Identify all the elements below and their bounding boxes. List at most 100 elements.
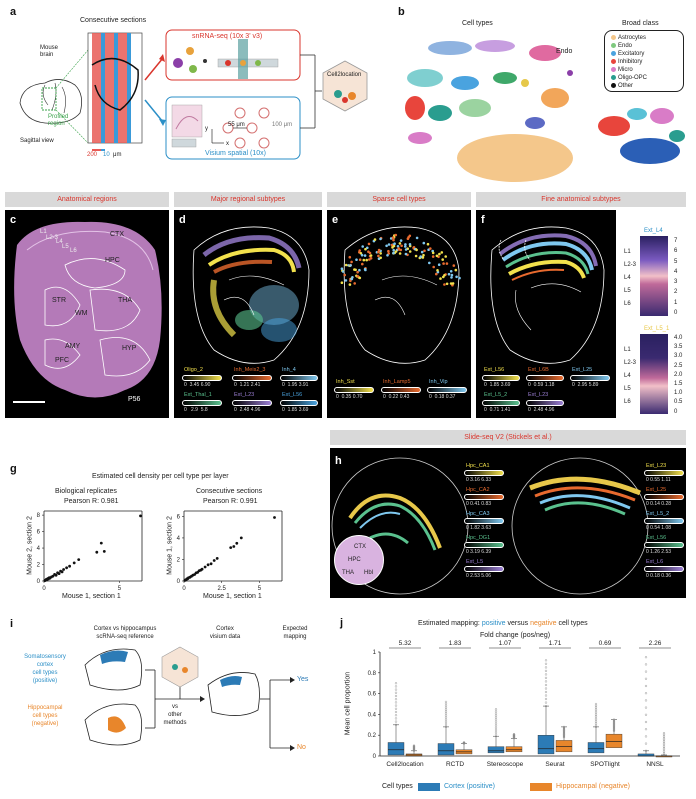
panel-i-label: i [10,618,14,630]
sparse-dot [390,243,394,247]
box [555,740,573,753]
outlier-point [544,662,548,665]
sparse-dot [396,245,400,248]
bar-ticks: 0 3.16 6.33 [466,477,492,483]
outlier-point [644,663,648,666]
bar-label: Inh_Lamp5 [383,379,411,385]
sparse-dot [439,277,442,280]
outlier-point [644,692,648,695]
axis-y-label: y [205,126,208,132]
bar-ticks: 0 2.48 4.96 [234,407,261,413]
sparse-dot [364,268,367,272]
bar-ticks: 0 0.41 0.83 [466,501,492,507]
outlier-point [544,701,548,704]
sparse-dot [398,252,402,255]
bar-ticks: 0 2.9 5.8 [184,407,208,413]
y-tick-label: 1 [373,650,377,656]
sparse-dot [399,239,403,242]
outlier-point [494,716,498,719]
outlier-point [644,699,648,702]
legend-title: Cell types [382,783,413,790]
sparse-dot [421,256,425,259]
sparse-dot [349,264,352,267]
sparse-dot [340,267,344,270]
colorbar [232,400,272,406]
outlier-point [562,736,566,739]
outlier-point [562,735,566,738]
box [505,746,523,753]
mouse-brain-label: Mouse brain [40,45,59,58]
outlier-point [562,725,566,728]
ref-title: Cortex vs hippocampus scRNA-seq referenc… [93,626,157,640]
sparse-dot [437,263,441,266]
sparse-dot [348,283,352,286]
region-hyp: HYP [122,345,137,352]
sparse-dot [443,283,446,286]
y-tick-label: 2 [37,563,41,569]
sparse-dot [454,268,458,272]
bar-ticks: 0 0.18 0.36 [646,573,672,579]
sparse-dot [431,251,435,255]
outlier-point [394,720,398,723]
sparse-dot [350,260,353,264]
map-sparse-types [340,226,461,364]
outlier-point [494,710,498,713]
zoom-circle [334,535,384,585]
fine-subtypes-header: Fine anatomical subtypes [476,192,686,207]
panel-b-label: b [398,6,405,18]
cell2location-hex [322,60,368,112]
scatter-point [72,561,76,565]
sparse-dot [450,273,454,277]
colorbar [464,518,504,524]
scatter-point [65,566,68,570]
outlier-point [462,741,466,744]
sparse-dot [361,262,364,266]
outlier-point [644,720,648,724]
bar-label: Ext_L56 [484,367,505,373]
outlier-point [444,710,448,713]
visium-data-title: Cortex visium data [209,626,241,640]
outlier-point [544,666,548,669]
outlier-point [394,701,398,704]
bar-label: Ext_L56 [282,392,303,398]
sparse-dot [377,248,381,252]
legend-item: Oligo-OPC [611,74,677,82]
scatter-point [215,557,219,560]
bar-label: Oligo_2 [184,367,203,373]
bar-ticks: 0 2.95 5.89 [572,382,599,388]
bar-ticks: 0 0.22 0.43 [383,394,410,400]
map-fine-subtypes [490,226,605,364]
panel-a-diagram [19,29,322,160]
panel-e-label: e [332,214,339,226]
bar-ticks: 0 2.53 5.06 [466,573,492,579]
bar-ticks: 0 2.48 4.96 [528,407,555,413]
y-tick-label: 6 [177,514,181,520]
bar-label: Inh_Sst [336,379,355,385]
bar-label: Ext_L56 [646,535,667,541]
sparse-dot [404,252,408,256]
legend-item: Other [611,82,677,90]
bar-ticks: 0 0.54 1.08 [646,525,672,531]
boxplot: 00.20.40.60.81Cell2location5.32RCTD1.83S… [368,640,680,768]
outlier-point [444,714,448,717]
scale-10-label: 10 [103,152,110,158]
outlier-point [394,707,398,710]
slideseq-header: Slide-seq V2 (Stickels et al.) [330,430,686,445]
outlier-point [644,677,648,680]
sparse-dot [438,252,441,256]
bar-label: Ext_L6B [528,367,549,373]
outlier-point [644,670,648,673]
outlier-point [394,685,398,688]
sparse-dot [404,245,407,248]
x-tick-label: 0 [182,586,186,592]
sparse-dot [404,248,408,251]
outlier-point [494,718,498,721]
umap-broad-class [598,108,685,164]
sparse-dot [394,250,398,253]
colorbar [464,494,504,500]
sparse-dot [444,255,447,258]
scatter-point [95,550,99,554]
